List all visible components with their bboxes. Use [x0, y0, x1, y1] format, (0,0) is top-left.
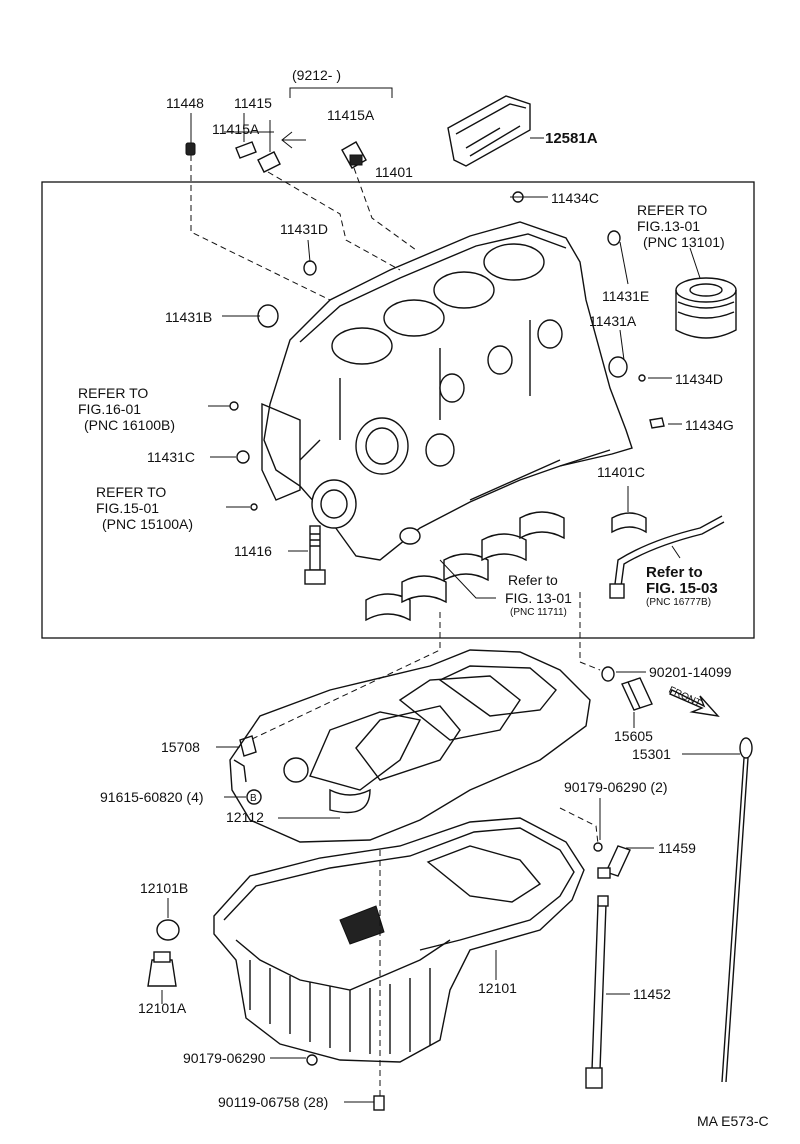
bearing-shells-icon — [365, 511, 647, 622]
ref15-line2: FIG.15-01 — [96, 500, 159, 516]
label-11434g: 11434G — [685, 417, 734, 433]
plug-11415a-icon — [224, 113, 281, 173]
bolt-90179-icon — [593, 842, 603, 852]
diagram-code: MA E573-C — [697, 1113, 769, 1129]
label-11452: 11452 — [633, 986, 671, 1002]
group-bracket: (9212- ) — [289, 67, 393, 98]
insulator-12581a-icon — [447, 95, 544, 167]
gauge-guide-icon — [609, 515, 725, 599]
oil-pan-12101-icon — [213, 817, 585, 1063]
oil-level-gauge-15301-icon — [721, 737, 753, 1083]
label-15301: 15301 — [632, 746, 671, 762]
label-11431b: 11431B — [165, 309, 212, 325]
ref16-line3: (PNC 16100B) — [84, 417, 175, 433]
label-11415: 11415 — [234, 95, 272, 111]
cylinder-block-icon — [261, 221, 633, 561]
label-11401: 11401 — [375, 164, 413, 180]
ref15-line3: (PNC 15100A) — [102, 516, 193, 532]
union-bolt-15605-icon — [621, 677, 653, 711]
ref1301-line1: Refer to — [508, 572, 558, 588]
ref1301-line2: FIG. 13-01 — [505, 590, 572, 606]
label-91615: 91615-60820 (4) — [100, 789, 204, 805]
label-11434c: 11434C — [551, 190, 599, 206]
alignment-lines — [190, 155, 601, 1096]
label-15708: 15708 — [161, 739, 200, 755]
bolt-marker-b-icon — [246, 789, 262, 805]
front-arrow-icon — [669, 689, 720, 717]
plug-11431b-icon — [257, 304, 279, 328]
ref16-line2: FIG.16-01 — [78, 401, 141, 417]
cylinder-block-assembly-frame — [41, 181, 755, 639]
circle-b-letter: B — [250, 793, 257, 804]
oil-strainer-15708-icon — [233, 735, 257, 783]
plug-11434g-icon — [649, 417, 665, 429]
ref1301-line3: (PNC 11711) — [510, 607, 567, 618]
label-11434d: 11434D — [675, 371, 723, 387]
drain-cock-11415a-icon — [341, 141, 367, 169]
oil-pan-baffle-plate-icon — [229, 649, 591, 843]
label-11431e: 11431E — [602, 288, 649, 304]
label-11401c: 11401C — [597, 464, 645, 480]
arrow-icon — [281, 131, 306, 149]
drain-plug-12101a-icon — [147, 951, 177, 987]
bolt-90119-icon — [373, 1095, 385, 1111]
plug-11431a-icon — [608, 356, 628, 378]
label-front: FRONT — [667, 685, 703, 710]
piston-ref-line3: (PNC 13101) — [643, 234, 725, 250]
label-90119: 90119-06758 (28) — [218, 1094, 328, 1110]
label-90201: 90201-14099 — [649, 664, 732, 680]
ref15-line1: REFER TO — [96, 484, 166, 500]
plug-15-01-icon — [250, 503, 258, 511]
plug-11448-icon — [185, 113, 196, 156]
gasket-12101b-icon — [156, 919, 180, 941]
nut-90179-icon — [306, 1054, 318, 1066]
label-90179-2: 90179-06290 (2) — [564, 779, 668, 795]
label-15605: 15605 — [614, 728, 653, 744]
ref16-line1: REFER TO — [78, 385, 148, 401]
piston-ref-line2: FIG.13-01 — [637, 218, 700, 234]
label-11431d: 11431D — [280, 221, 328, 237]
label-11431a: 11431A — [589, 313, 637, 329]
label-11415a-left: 11415A — [212, 121, 260, 137]
stud-bolt-11416-icon — [304, 525, 326, 585]
plug-11431d-icon — [303, 260, 317, 276]
label-12101b: 12101B — [140, 880, 188, 896]
plug-11431c-icon — [236, 450, 250, 464]
leader-lines — [161, 196, 740, 1103]
label-11431c: 11431C — [147, 449, 195, 465]
ref1503-line1: Refer to — [646, 564, 703, 581]
label-11415a-right: 11415A — [327, 107, 375, 123]
plug-16-01-icon — [229, 401, 239, 411]
label-12101: 12101 — [478, 980, 517, 996]
label-12101a: 12101A — [138, 1000, 187, 1016]
gauge-tube-11452-icon — [585, 895, 609, 1089]
label-11416: 11416 — [234, 543, 272, 559]
plug-11434d-icon — [638, 374, 646, 382]
piston-icon — [675, 247, 737, 339]
label-11459: 11459 — [658, 840, 696, 856]
label-11448: 11448 — [166, 95, 204, 111]
group-bracket-label: (9212- ) — [292, 67, 341, 83]
gasket-90201-icon — [601, 666, 615, 682]
plug-11431e-icon — [607, 230, 621, 246]
label-12581a: 12581A — [545, 130, 598, 147]
ref1503-line3: (PNC 16777B) — [646, 597, 711, 608]
label-12112: 12112 — [226, 809, 264, 825]
ref1503-line2: FIG. 15-03 — [646, 580, 718, 597]
gauge-guide-11459-icon — [597, 845, 631, 879]
label-90179-06290: 90179-06290 — [183, 1050, 266, 1066]
piston-ref-line1: REFER TO — [637, 202, 707, 218]
